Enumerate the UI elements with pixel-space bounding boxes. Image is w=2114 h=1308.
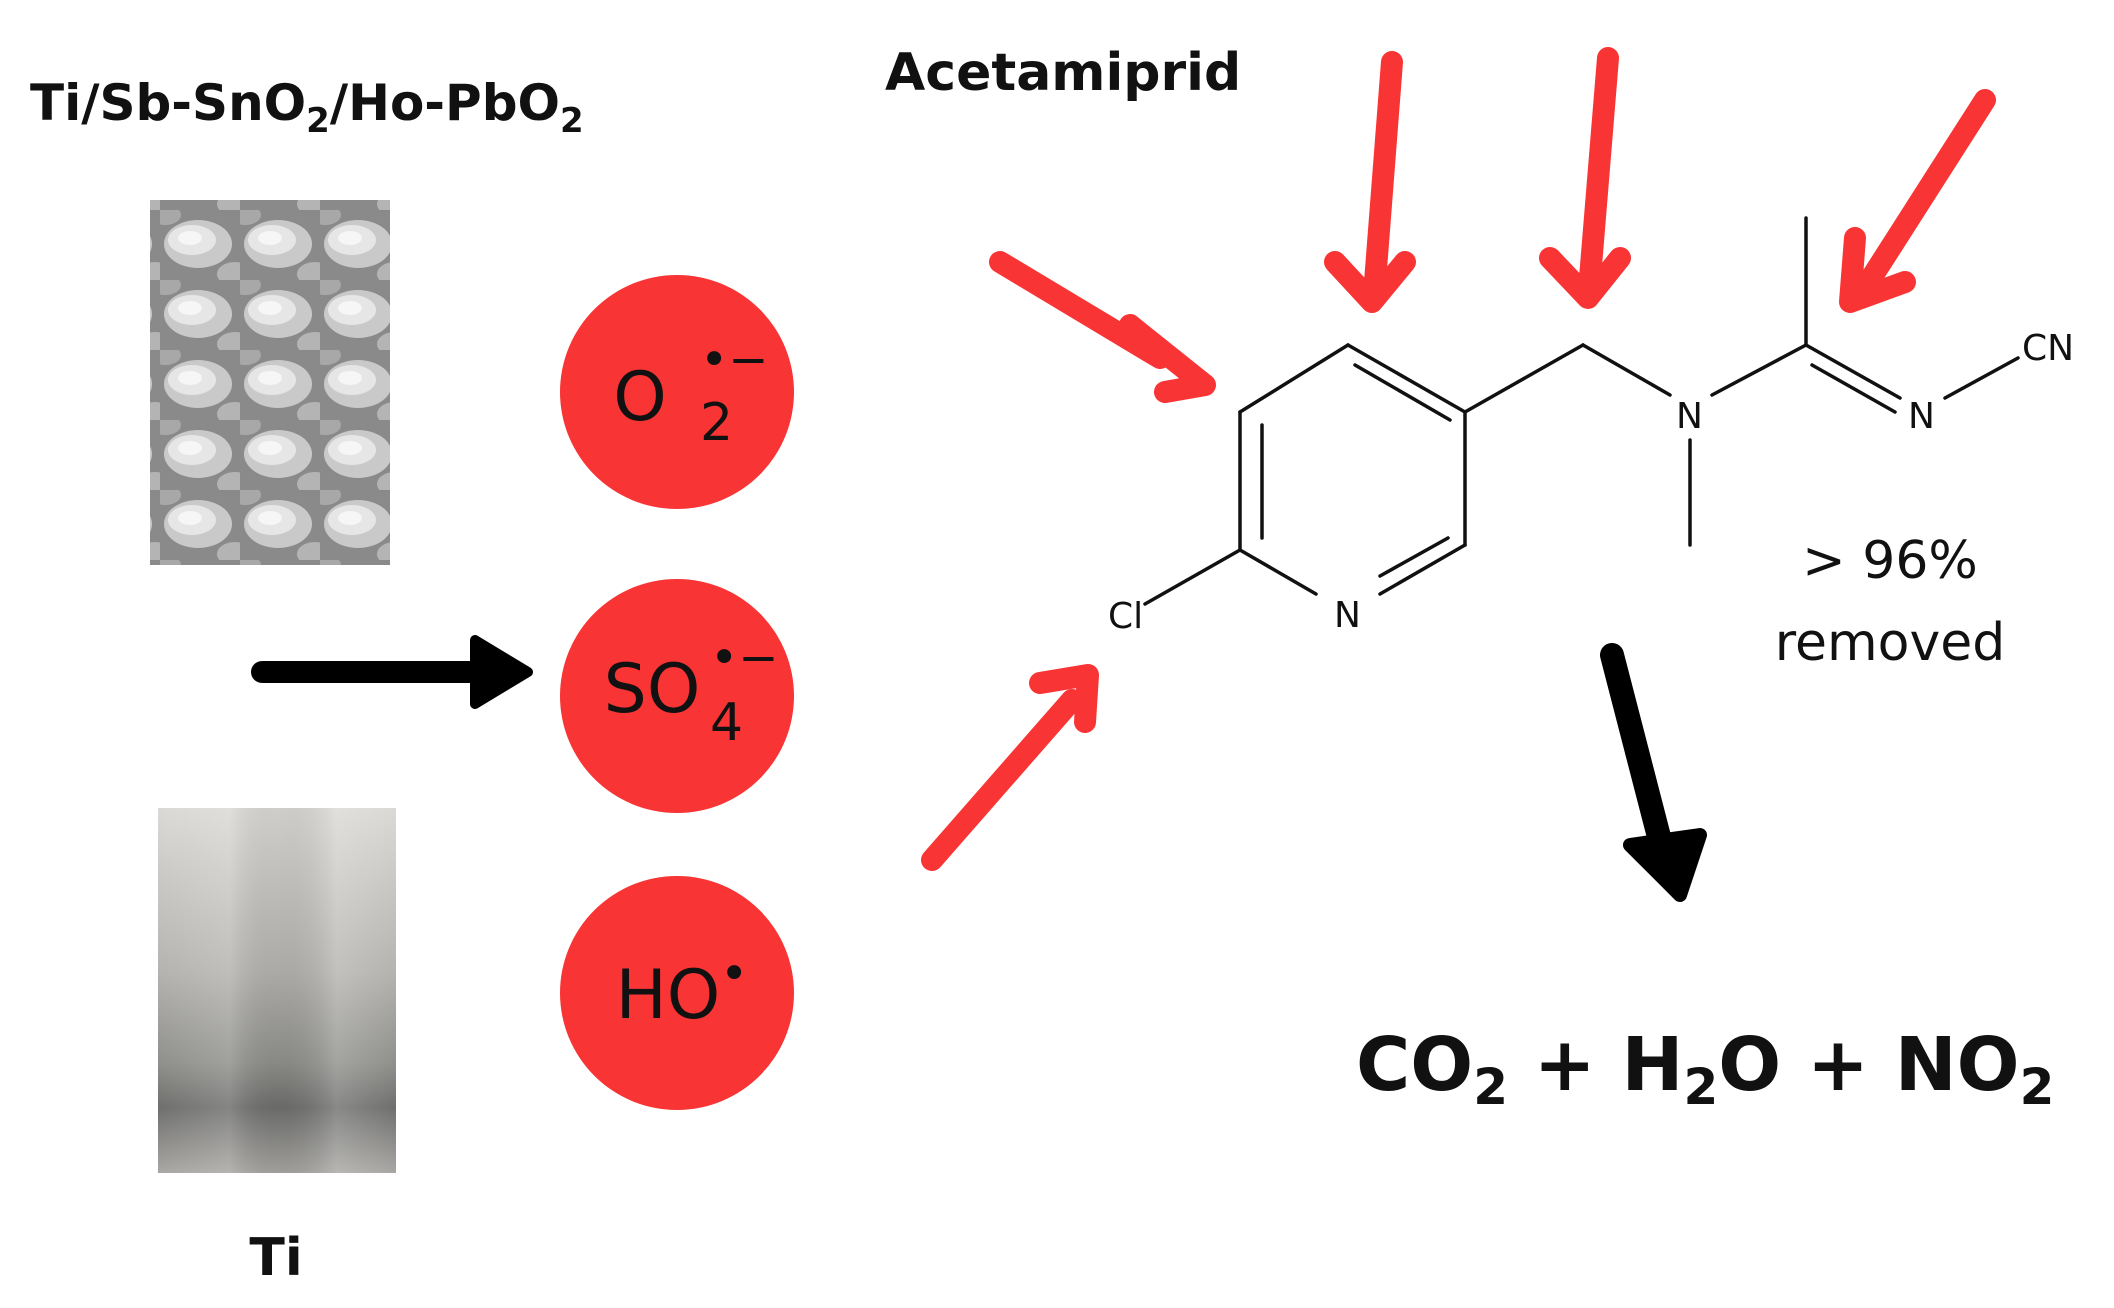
atom-cn: CN [2022, 328, 2074, 369]
radical-superoxide: O 2 •− [560, 275, 794, 509]
atom-cl: Cl [1108, 596, 1143, 637]
atom-ring-n: N [1334, 595, 1361, 636]
flow-arrow-to-radicals [251, 635, 533, 709]
attack-arrow-imine [1839, 89, 1996, 313]
sem-micrograph-image [150, 200, 390, 565]
flow-arrow-to-products [1600, 643, 1707, 902]
attack-arrow-left [989, 251, 1216, 403]
svg-text:2: 2 [700, 393, 733, 453]
titanium-plate-image [158, 808, 396, 1173]
attack-arrow-methylene [1539, 47, 1631, 309]
svg-text:4: 4 [710, 693, 743, 753]
radical-sulfate: SO 4 •− [560, 579, 794, 813]
attack-arrow-ring-top [1324, 51, 1416, 313]
top-electrode-label: Ti/Sb-SnO2/Ho-PbO2 [30, 74, 584, 141]
svg-text:O: O [613, 358, 667, 437]
svg-text:HO: HO [616, 956, 721, 1035]
svg-text:•−: •− [700, 332, 769, 388]
removal-percent: > 96% [1802, 531, 1978, 591]
svg-text:•−: •− [710, 630, 779, 686]
bottom-electrode-label: Ti [249, 1228, 302, 1288]
attack-arrow-from-hydroxyl [921, 664, 1099, 871]
atom-amine-n: N [1676, 396, 1703, 437]
svg-text:•: • [720, 946, 748, 1002]
molecule-name: Acetamiprid [885, 43, 1241, 103]
radical-hydroxyl: HO • [560, 876, 794, 1110]
products-equation: CO2 + H2O + NO2 [1356, 1022, 2054, 1116]
acetamiprid-structure [1143, 216, 2020, 606]
atom-imine-n: N [1908, 396, 1935, 437]
svg-text:SO: SO [604, 650, 701, 729]
removal-label: removed [1775, 613, 2005, 673]
